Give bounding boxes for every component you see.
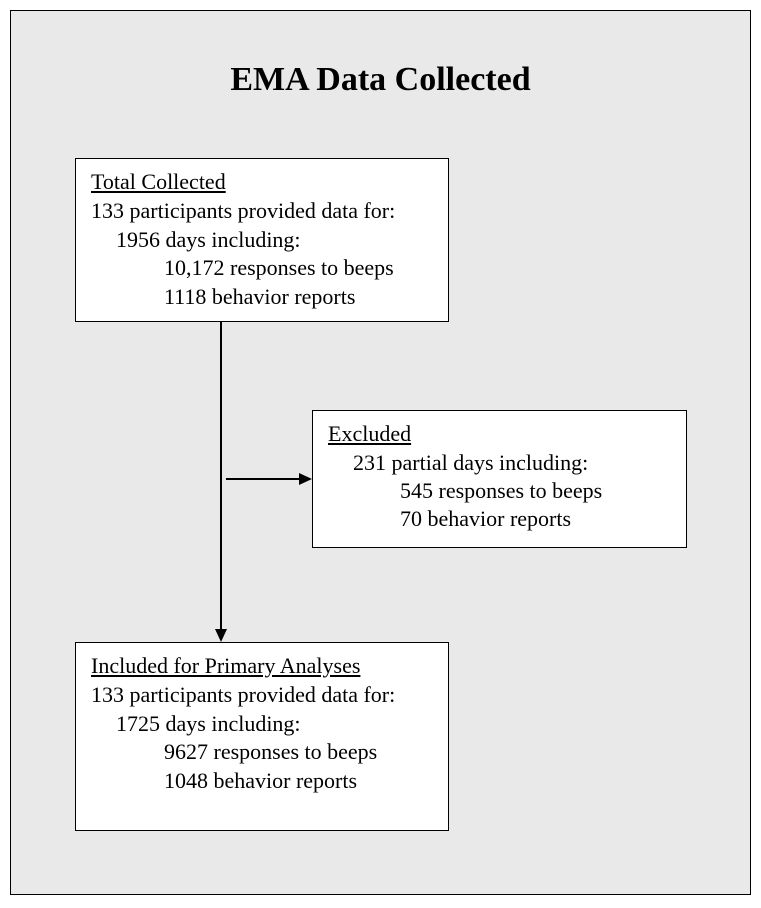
total-collected-box: Total Collected 133 participants provide… [75, 158, 449, 322]
total-collected-heading: Total Collected [91, 169, 226, 194]
total-behavior-line: 1118 behavior reports [164, 284, 356, 309]
included-box: Included for Primary Analyses 133 partic… [75, 642, 449, 831]
total-responses-line: 10,172 responses to beeps [164, 255, 394, 280]
excluded-heading: Excluded [328, 421, 412, 446]
included-heading: Included for Primary Analyses [91, 653, 361, 678]
figure-title: EMA Data Collected [230, 61, 531, 98]
included-days-line: 1725 days including: [116, 711, 301, 736]
included-responses-line: 9627 responses to beeps [164, 739, 378, 764]
included-behavior-line: 1048 behavior reports [164, 768, 358, 793]
excluded-responses-line: 545 responses to beeps [400, 478, 603, 503]
total-days-line: 1956 days including: [116, 227, 301, 252]
excluded-days-line: 231 partial days including: [353, 450, 589, 475]
included-participants-line: 133 participants provided data for: [91, 682, 396, 707]
total-participants-line: 133 participants provided data for: [91, 198, 396, 223]
excluded-box: Excluded 231 partial days including: 545… [312, 410, 687, 548]
excluded-behavior-line: 70 behavior reports [400, 506, 572, 531]
